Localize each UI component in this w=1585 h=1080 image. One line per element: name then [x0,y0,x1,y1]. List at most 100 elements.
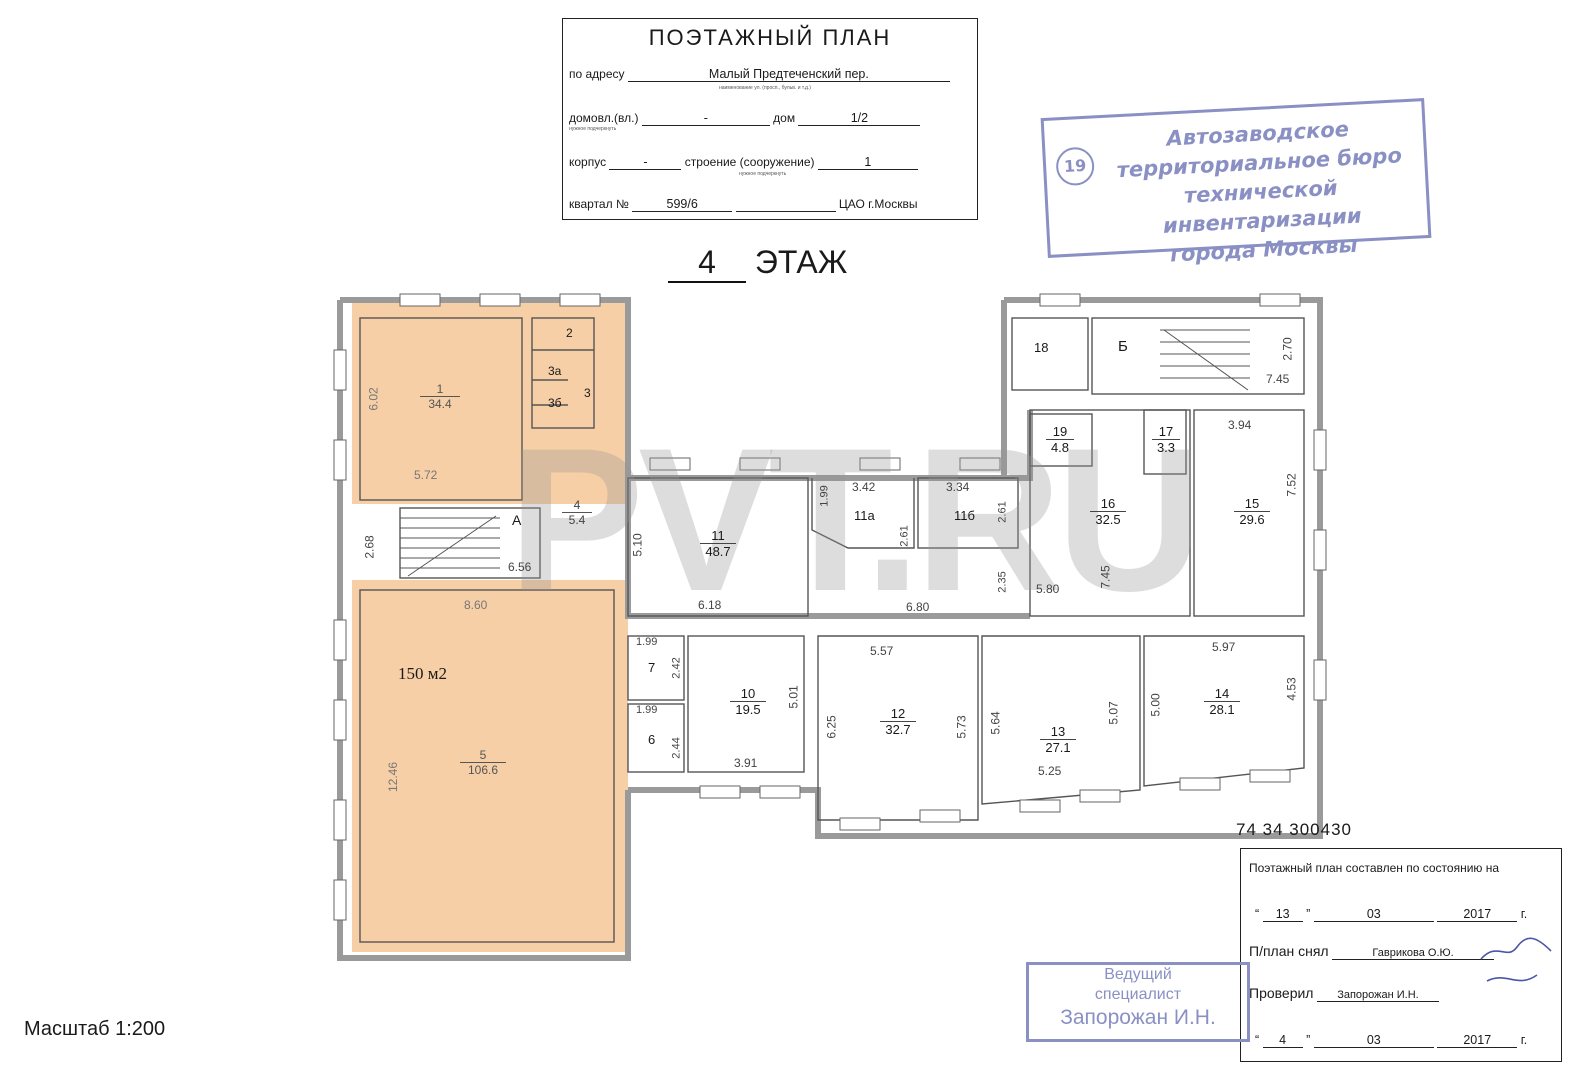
dim-label: 2.61 [898,525,911,547]
room-17: 17 3.3 [1152,424,1180,455]
room-10: 10 19.5 [730,686,766,717]
dim-label: 6.18 [698,598,722,612]
domovl-value: - [641,111,770,126]
dim-label: 2.70 [1280,337,1295,361]
specialist-stamp: Ведущий специалист Запорожан И.Н. [1026,962,1250,1042]
windows [333,293,1327,921]
kvartal-label: квартал № [569,197,629,211]
room-id: 1 [436,382,444,396]
stroenie-label: строение (сооружение) [684,155,815,169]
room-id: 15 [1244,496,1260,511]
drawn-row: П/план снял Гаврикова О.Ю. [1249,943,1495,960]
room-id: 10 [740,686,756,701]
room-11: 11 48.7 [700,528,736,559]
dim-label: 5.00 [1148,693,1163,717]
dim-label: 5.01 [786,685,801,709]
room-area: 48.7 [700,543,736,559]
date1-month: 03 [1313,907,1434,922]
dim-label: 7.52 [1284,473,1299,497]
highlight-area-bottom [352,580,628,952]
room-3a: 3а [548,364,562,378]
stair-a [400,515,500,577]
stroenie-note: нужное подчеркнуть [739,171,787,177]
dom-label: дом [773,111,796,125]
dim-label: 6.80 [906,600,930,614]
room-area: 19.5 [730,701,766,717]
date2-year: 2017 [1437,1033,1518,1048]
dim-label: 5.73 [954,715,969,739]
dim-label: 12.46 [386,761,401,793]
dim-label: 2.44 [670,737,683,759]
status-heading: Поэтажный план составлен по состоянию на [1249,861,1500,875]
korpus-label: корпус [569,155,607,169]
dim-label: 8.60 [464,598,488,612]
dim-label: 2.42 [670,657,683,679]
room-3: 3 [584,386,591,400]
room-18: 18 [1034,340,1049,355]
room-7: 7 [648,660,656,675]
domovl-label: домовл.(вл.) [569,111,639,125]
stair-b-label: Б [1118,338,1128,355]
dim-label: 1.99 [818,485,831,507]
dim-label: 5.57 [870,644,894,658]
korpus-row: корпус - строение (сооружение) 1 [569,155,918,170]
room-area: 5.4 [562,512,592,527]
room-4: 4 5.4 [562,498,592,527]
status-date2: “ 4 ” 03 2017 г. [1255,1033,1528,1048]
room-id: 14 [1214,686,1230,701]
dim-label: 7.45 [1266,372,1290,386]
status-box: Поэтажный план составлен по состоянию на… [1240,848,1562,1062]
stamp2-name: Запорожан И.Н. [1060,1006,1216,1029]
address-label: по адресу [569,67,625,81]
status-date1: “ 13 ” 03 2017 г. [1255,907,1528,922]
room-id: 4 [573,498,581,512]
domovl-row: домовл.(вл.) - дом 1/2 [569,111,921,126]
room-19: 19 4.8 [1046,424,1074,455]
room-area: 34.4 [420,396,460,411]
highlight-area-top [352,302,628,504]
dim-label: 5.25 [1038,764,1062,778]
room-id: 11 [711,528,725,543]
dim-label: 5.10 [630,533,645,557]
date1-year: 2017 [1437,907,1518,922]
drawn-by: Гаврикова О.Ю. [1332,947,1495,960]
signature-scribble [1480,937,1552,982]
room-16: 16 32.5 [1090,496,1126,527]
room-11a: 11а [854,508,875,523]
inventory-code: 74 34 300430 [1236,820,1352,839]
dim-label: 6.02 [366,387,381,411]
floor-word: ЭТАЖ [754,244,848,280]
room-2: 2 [566,326,573,340]
scale-label: Масштаб 1:200 [24,1018,166,1040]
room-13: 13 27.1 [1040,724,1076,755]
date2-month: 03 [1313,1033,1434,1048]
stroenie-value: 1 [817,155,918,170]
dim-label: 6.56 [508,560,532,574]
checked-by: Запорожан И.Н. [1316,989,1439,1002]
room-3b: 3б [548,396,562,410]
room-id: 12 [890,706,906,721]
dim-label: 7.45 [1098,565,1113,589]
stair-b [1160,329,1250,391]
room-14: 14 28.1 [1204,686,1240,717]
korpus-value: - [609,155,682,170]
checked-row: Проверил Запорожан И.Н. [1249,985,1439,1002]
checked-label: Проверил [1249,985,1314,1001]
kvartal-value: 599/6 [632,197,733,212]
dim-label: 3.34 [946,480,970,494]
dim-label: 5.80 [1036,582,1060,596]
room-5: 5 106.6 [460,748,506,777]
address-note: наименование ул. (просп., бульв. и т.д.) [719,85,811,91]
dim-label: 3.94 [1228,418,1252,432]
dim-label: 1.99 [636,704,658,716]
dim-label: 1.99 [636,636,658,648]
stair-a-label: А [512,512,522,528]
room-area: 106.6 [460,762,506,777]
room-area: 3.3 [1152,439,1180,455]
room-15: 15 29.6 [1234,496,1270,527]
room-id: 19 [1052,424,1068,439]
dim-label: 3.91 [734,756,758,770]
title-block: ПОЭТАЖНЫЙ ПЛАН по адресу Малый Предтечен… [562,18,978,220]
room-6: 6 [648,732,656,747]
